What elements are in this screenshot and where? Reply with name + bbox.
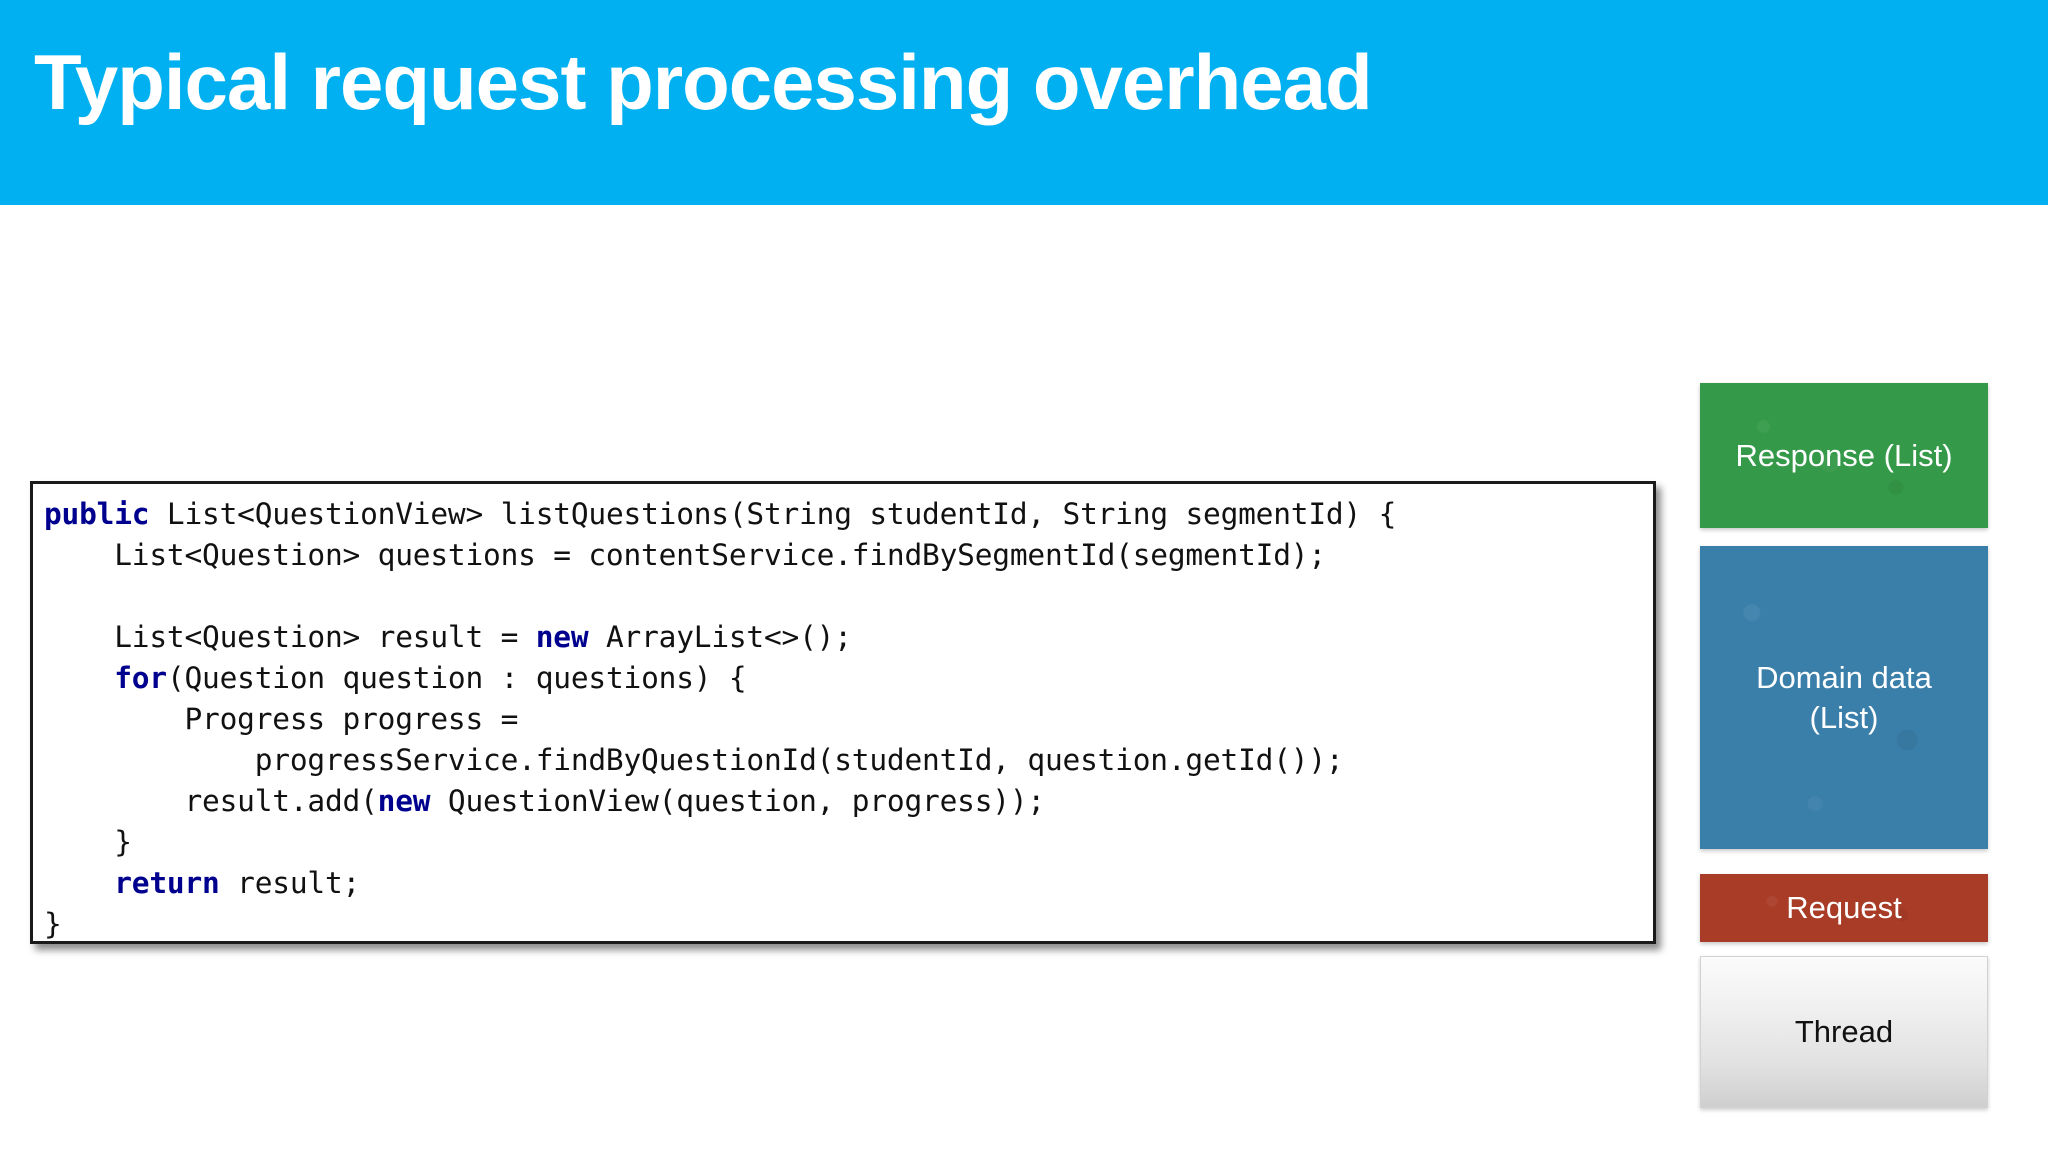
page-title: Typical request processing overhead — [34, 38, 1373, 126]
code-listing: public List<QuestionView> listQuestions(… — [44, 497, 1397, 941]
stack-box-domain-data: Domain data (List) — [1700, 546, 1988, 849]
stack-box-domain-data-label: Domain data (List) — [1756, 659, 1932, 735]
stack-box-response: Response (List) — [1700, 383, 1988, 528]
stack-box-request-label: Request — [1786, 890, 1902, 925]
title-banner: Typical request processing overhead — [0, 0, 2048, 205]
stack-box-thread: Thread — [1700, 956, 1988, 1108]
code-block: public List<QuestionView> listQuestions(… — [30, 481, 1656, 944]
stack-box-response-label: Response (List) — [1735, 437, 1953, 473]
stack-box-request: Request — [1700, 874, 1988, 942]
stack-box-thread-label: Thread — [1794, 1014, 1894, 1049]
